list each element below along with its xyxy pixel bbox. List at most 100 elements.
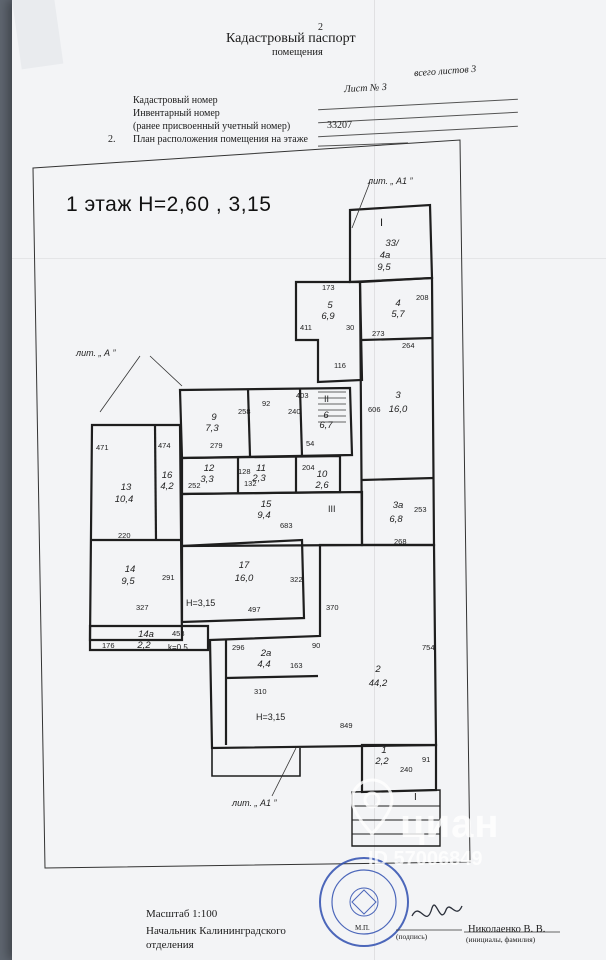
room-17-area: 16,0 — [235, 573, 254, 584]
watermark-pin-icon — [350, 778, 394, 837]
wall-room-1 — [360, 743, 438, 794]
wall-left-bottom — [211, 748, 301, 777]
roman-mark-2: II — [324, 394, 329, 404]
room-3a-number: 3а — [393, 500, 404, 511]
room-33-number: 33/ — [385, 238, 400, 249]
room-13-area: 10,4 — [115, 494, 134, 505]
room-15-area: 9,4 — [257, 510, 270, 521]
dim-310: 310 — [254, 687, 267, 696]
room-9-number: 9 — [211, 412, 217, 423]
dim-252: 252 — [188, 481, 201, 490]
dim-268: 268 — [394, 537, 407, 546]
dim-370: 370 — [326, 603, 339, 612]
roman-mark-3: III — [328, 504, 336, 514]
dim-116: 116 — [334, 361, 346, 370]
page-number: 2 — [318, 22, 323, 33]
dim-258: 258 — [238, 407, 251, 416]
room-1-number: 1 — [381, 745, 386, 756]
previous-number-value: 33207 — [327, 120, 352, 131]
entrance-steps — [351, 789, 441, 847]
room-2a-area: 4,4 — [257, 659, 270, 670]
room-17-number: 17 — [239, 560, 250, 571]
roman-mark-1: I — [380, 217, 383, 229]
room-6-number: 6 — [323, 410, 329, 421]
room-16-area: 4,2 — [160, 481, 174, 492]
dim-132: 132 — [244, 479, 257, 488]
room-3-area: 16,0 — [389, 404, 408, 415]
room-3a-area: 6,8 — [389, 514, 403, 525]
dim-176: 176 — [102, 641, 115, 650]
stamp-seal — [319, 857, 409, 947]
signer-name: Николаенко В. В. — [468, 924, 546, 935]
section-number: 2. — [108, 134, 116, 145]
room-14-area: 9,5 — [121, 576, 135, 587]
room-2-number: 2 — [374, 664, 381, 675]
wall-left-rooms — [88, 423, 184, 642]
liter-label-top: лит. „ А1 ” — [367, 176, 413, 186]
stamp-mp-label: М.П. — [355, 924, 370, 932]
signature-caption: (подпись) — [396, 932, 428, 941]
dim-220: 220 — [118, 531, 131, 540]
dim-849: 849 — [340, 721, 353, 730]
room-11-area: 2,3 — [251, 473, 266, 484]
room-10-number: 10 — [317, 469, 328, 480]
dim-322: 322 — [290, 575, 303, 584]
room-14-number: 14 — [125, 564, 136, 575]
dim-683: 683 — [280, 521, 293, 530]
dim-92: 92 — [262, 399, 270, 408]
dim-291: 291 — [162, 573, 175, 582]
wall-room-14a — [88, 624, 210, 652]
room-10-area: 2,6 — [314, 480, 329, 491]
scale-label: Масштаб 1:100 — [146, 908, 218, 920]
liter-label-left: лит. „ А ” — [75, 348, 116, 358]
document-sheet — [12, 0, 606, 960]
wall-room-17 — [180, 538, 306, 624]
room-12-area: 3,3 — [200, 474, 214, 485]
room-33-sub: 4а — [380, 250, 391, 261]
room-12-number: 12 — [204, 463, 215, 474]
room-5-number: 5 — [327, 300, 333, 311]
watermark-brand: циан — [400, 802, 500, 846]
room-14a-area: 2,2 — [136, 640, 151, 651]
watermark-id: ID 57006849 — [368, 848, 483, 870]
height-note-room-17: Н=3,15 — [186, 598, 215, 608]
dim-411: 411 — [300, 323, 312, 332]
wall-block-9-6 — [178, 386, 354, 460]
wall-room-5 — [294, 280, 364, 384]
head-position-line2: отделения — [146, 939, 194, 951]
previous-number-label: (ранее присвоенный учетный номер) — [133, 121, 291, 132]
room-4-number: 4 — [395, 298, 400, 309]
head-position-line1: Начальник Калининградского — [146, 925, 286, 937]
height-note-room-2: Н=3,15 — [256, 712, 285, 722]
dim-128: 128 — [238, 467, 251, 476]
dim-606: 606 — [368, 405, 381, 414]
inventory-number-label: Инвентарный номер — [133, 108, 220, 119]
dim-497: 497 — [248, 605, 261, 614]
dim-90: 90 — [312, 641, 320, 650]
room-3-number: 3 — [395, 390, 401, 401]
dim-240-a: 240 — [288, 407, 301, 416]
dim-754: 754 — [422, 643, 435, 652]
dim-240-b: 240 — [400, 765, 413, 774]
room-4-area: 5,7 — [391, 309, 405, 320]
room-5-area: 6,9 — [321, 311, 335, 322]
dim-54: 54 — [306, 439, 314, 448]
dim-30: 30 — [346, 323, 354, 332]
roman-mark-4: I — [414, 792, 417, 803]
dim-163: 163 — [290, 661, 303, 670]
stairs-hatch — [318, 391, 346, 423]
room-14a-number: 14а — [138, 629, 154, 640]
room-16-number: 16 — [162, 470, 173, 481]
section-title: План расположения помещения на этаже — [133, 134, 308, 145]
room-1-area: 2,2 — [374, 756, 389, 767]
signature-scribble — [411, 904, 463, 917]
dim-327: 327 — [136, 603, 149, 612]
room-2a-number: 2а — [260, 648, 272, 659]
document-subtitle: помещения — [272, 47, 323, 58]
dim-208: 208 — [416, 293, 429, 302]
cadastral-number-label: Кадастровый номер — [133, 95, 218, 106]
dim-273: 273 — [372, 329, 385, 338]
dim-296: 296 — [232, 643, 245, 652]
dim-474: 474 — [158, 441, 171, 450]
plan-frame — [32, 139, 471, 869]
